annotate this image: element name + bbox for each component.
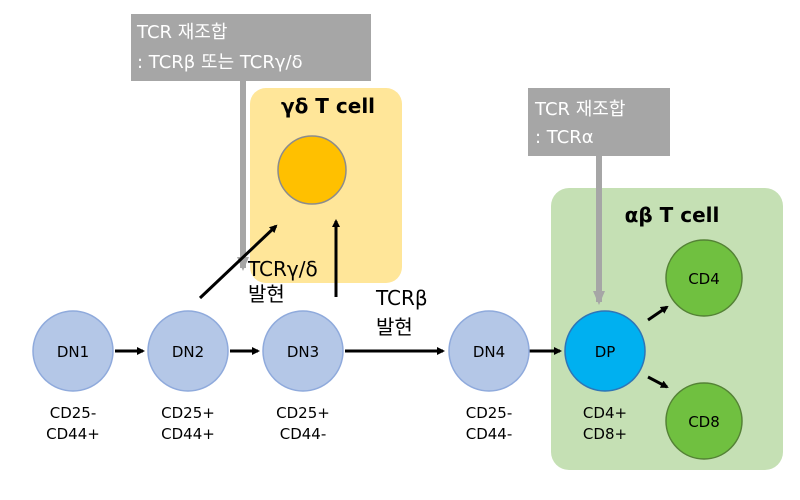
node-dp: DP bbox=[564, 310, 646, 392]
callout2-line2: : TCRα bbox=[535, 127, 594, 148]
recombination-callout-beta-gd bbox=[131, 14, 371, 81]
node-cd8: CD8 bbox=[665, 382, 743, 460]
node-dn2-label: DN2 bbox=[172, 343, 204, 361]
dp-marker-1: CD4+ bbox=[583, 404, 627, 422]
dn4-marker-1: CD25- bbox=[466, 404, 513, 422]
node-dp-label: DP bbox=[595, 343, 616, 361]
tcr-gd-expression-line2: 발현 bbox=[248, 282, 285, 306]
callout1-line2: : TCRβ 또는 TCRγ/δ bbox=[137, 52, 303, 73]
node-cd4-label: CD4 bbox=[688, 270, 720, 288]
dn2-marker-2: CD44+ bbox=[161, 425, 215, 443]
ab-t-cell-title: αβ T cell bbox=[625, 203, 720, 227]
gd-t-cell-title: γδ T cell bbox=[281, 94, 375, 118]
dn1-marker-1: CD25- bbox=[50, 404, 97, 422]
dp-marker-2: CD8+ bbox=[583, 425, 627, 443]
node-dn3-label: DN3 bbox=[287, 343, 319, 361]
node-cd8-label: CD8 bbox=[688, 413, 720, 431]
dn3-marker-1: CD25+ bbox=[276, 404, 330, 422]
callout1-line1: TCR 재조합 bbox=[136, 22, 227, 43]
dn4-marker-2: CD44- bbox=[466, 425, 513, 443]
arrow-dn2-gd bbox=[198, 224, 278, 300]
node-dn1: DN1 bbox=[32, 310, 114, 392]
node-dn2: DN2 bbox=[147, 310, 229, 392]
gd-t-cell-node bbox=[277, 135, 347, 205]
node-dn4-label: DN4 bbox=[473, 343, 505, 361]
dn3-marker-2: CD44- bbox=[280, 425, 327, 443]
dn1-marker-2: CD44+ bbox=[46, 425, 100, 443]
tcr-b-expression-line1: TCRβ bbox=[375, 286, 428, 310]
tcr-b-expression-line2: 발현 bbox=[376, 315, 413, 339]
callout2-line1: TCR 재조합 bbox=[534, 99, 625, 120]
node-dn1-label: DN1 bbox=[57, 343, 89, 361]
node-dn4: DN4 bbox=[448, 310, 530, 392]
tcr-gd-expression-line1: TCRγ/δ bbox=[247, 257, 318, 281]
node-cd4: CD4 bbox=[665, 239, 743, 317]
arrow-dp-cd8 bbox=[647, 375, 669, 389]
recombination-callout-alpha bbox=[528, 88, 670, 156]
arrow-dp-cd4 bbox=[647, 305, 669, 322]
dn2-marker-1: CD25+ bbox=[161, 404, 215, 422]
node-dn3: DN3 bbox=[262, 310, 344, 392]
